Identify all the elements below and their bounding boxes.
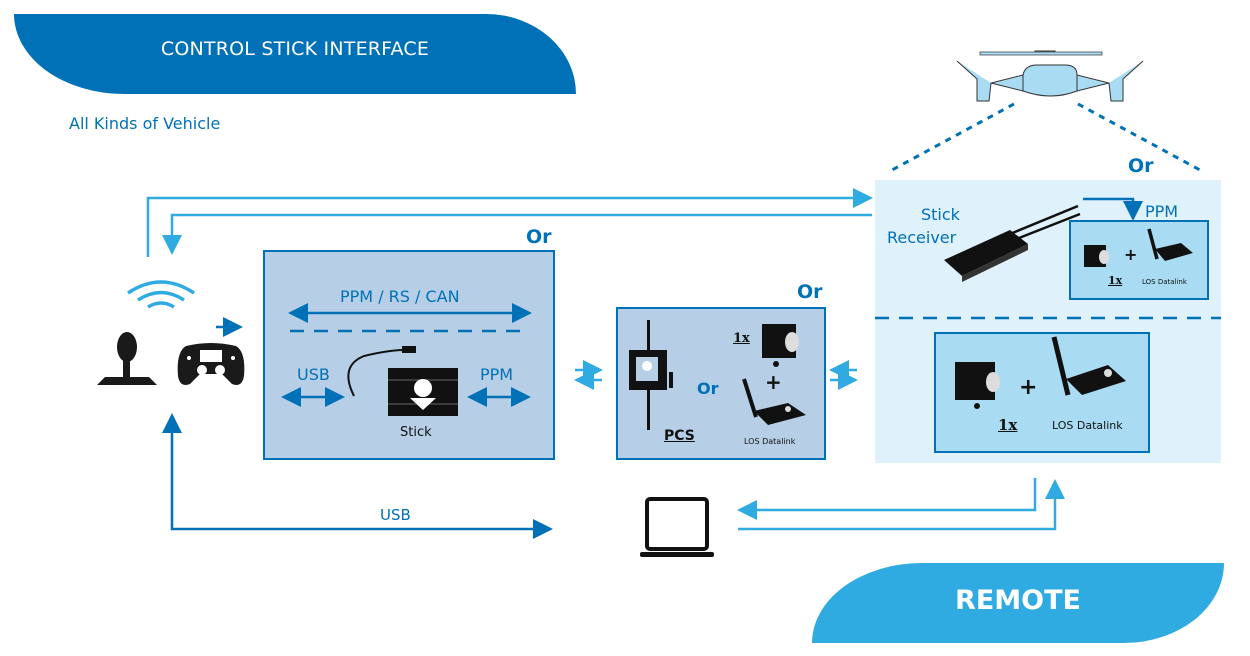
receiver-label-2: Receiver [887, 228, 957, 247]
upper-datalink-label: LOS Datalink [1142, 278, 1187, 286]
usb-link-label: USB [380, 506, 411, 524]
lower-datalink-icon [1051, 336, 1126, 396]
downlink-arrow [162, 213, 872, 255]
footer-banner: REMOTE [812, 563, 1224, 643]
upper-plus: + [1124, 245, 1138, 264]
receiver-ppm-arrow [1083, 197, 1143, 221]
ppm-arrow [467, 387, 531, 407]
stick-or-label: Or [526, 226, 552, 248]
stick-option-box [263, 250, 555, 460]
uplink-arrow [146, 188, 873, 257]
ppm-rs-can-label: PPM / RS / CAN [340, 287, 460, 306]
lower-count-label: 1x [998, 416, 1018, 434]
laptop-icon [640, 497, 714, 557]
usb-arrow [281, 387, 345, 407]
camera-module-icon [762, 324, 799, 367]
pcs-plus: + [765, 370, 782, 394]
pcs-device-icon [629, 320, 673, 430]
upper-datalink-icon [1147, 228, 1193, 261]
pcs-count-label: 1x [733, 331, 750, 346]
usb-link-arrow [170, 422, 553, 539]
stick-separator [290, 329, 530, 333]
ppm-label: PPM [480, 365, 514, 384]
upper-camera-icon [1084, 245, 1109, 267]
stick-receiver-icon [944, 204, 1081, 282]
pcs-datalink-label: LOS Datalink [744, 437, 796, 446]
page-title: CONTROL STICK INTERFACE [160, 38, 430, 60]
los-datalink-icon [742, 378, 806, 425]
pcs-middle-or: Or [697, 379, 719, 398]
remote-or-label: Or [1128, 155, 1154, 177]
laptop-remote-arrow-2 [738, 479, 1065, 531]
lower-datalink-label: LOS Datalink [1052, 419, 1123, 432]
stick-device-label: Stick [400, 425, 432, 440]
laptop-remote-arrow-1 [737, 478, 1037, 520]
ppm-rs-can-arrow [288, 303, 532, 323]
wifi-icon [127, 280, 195, 309]
page-subtitle: All Kinds of Vehicle [69, 114, 221, 133]
upper-count-label: 1x [1108, 274, 1123, 287]
drone-icon [956, 50, 1144, 102]
header-banner: CONTROL STICK INTERFACE [14, 14, 576, 94]
stick-device-icon [347, 346, 458, 416]
receiver-label-1: Stick [921, 205, 960, 224]
gamepad-icon [177, 343, 245, 385]
usb-label: USB [297, 365, 330, 384]
receiver-ppm-label: PPM [1145, 202, 1179, 221]
pcs-label: PCS [664, 428, 695, 444]
joystick-icon [97, 332, 157, 385]
lower-plus: + [1019, 375, 1038, 400]
pcs-or-label: Or [797, 281, 823, 303]
lower-camera-icon [955, 362, 1000, 409]
remote-title: REMOTE [955, 585, 1081, 616]
